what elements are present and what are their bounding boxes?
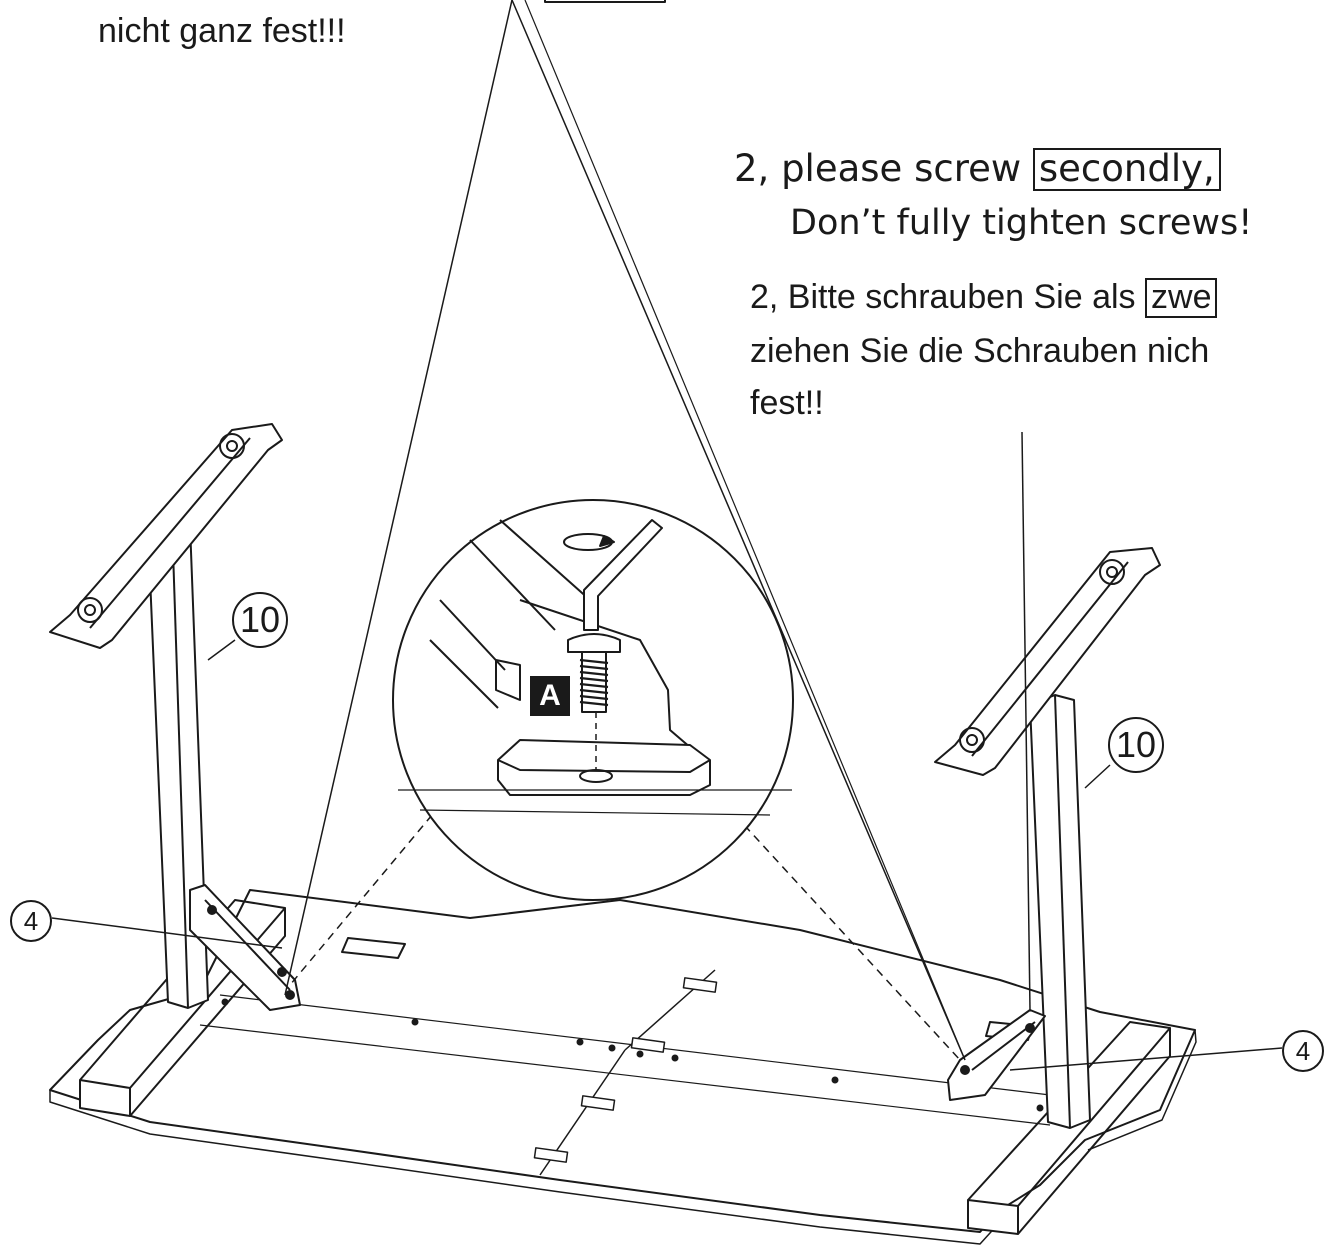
detail-contents — [398, 519, 792, 816]
rotate-arrow-icon — [563, 533, 615, 551]
callout-bracket-right-label: 4 — [1295, 1036, 1311, 1066]
callout-leg-left-label: 10 — [239, 599, 281, 640]
de-step-prefix: 2, Bitte schrauben Sie als — [750, 278, 1136, 316]
callout-bracket-left: 4 — [10, 900, 52, 942]
pointer-line-right — [1021, 431, 1031, 1011]
screw-icon — [567, 633, 621, 713]
callout-leg-left: 10 — [232, 592, 288, 648]
callout-leg-right-label: 10 — [1115, 724, 1157, 765]
de-step-line-3: fest!! — [750, 384, 824, 422]
de-step-line-2: ziehen Sie die Schrauben nich — [750, 332, 1210, 370]
connector-plates — [533, 977, 718, 1163]
de-top-instruction-tail: nicht ganz fest!!! — [98, 12, 346, 50]
en-step-keyword: secondly, — [1032, 148, 1221, 191]
foot-right — [967, 1199, 1019, 1235]
leg-top-bar-left — [49, 423, 283, 649]
pointer-line-cone — [511, 0, 966, 1061]
screw-type-badge: A — [530, 676, 570, 716]
allen-key-icon — [583, 519, 663, 631]
callout-bracket-right: 4 — [1282, 1030, 1324, 1072]
en-step-line-2: Don’t fully tighten screws! — [790, 203, 1253, 243]
callout-leg-right: 10 — [1108, 717, 1164, 773]
en-step-prefix: 2, please screw — [734, 147, 1022, 190]
cable-slot-left — [341, 937, 406, 959]
de-step-line-1: 2, Bitte schrauben Sie als zwe — [750, 278, 1218, 318]
en-step-line-1: 2, please screw secondly, — [734, 148, 1221, 191]
desktop-board — [49, 889, 1196, 1233]
bracket-left — [189, 884, 301, 1011]
de-step-keyword: zwe — [1145, 278, 1218, 318]
pointer-line-left — [284, 0, 513, 996]
callout-bracket-left-label: 4 — [23, 906, 39, 936]
